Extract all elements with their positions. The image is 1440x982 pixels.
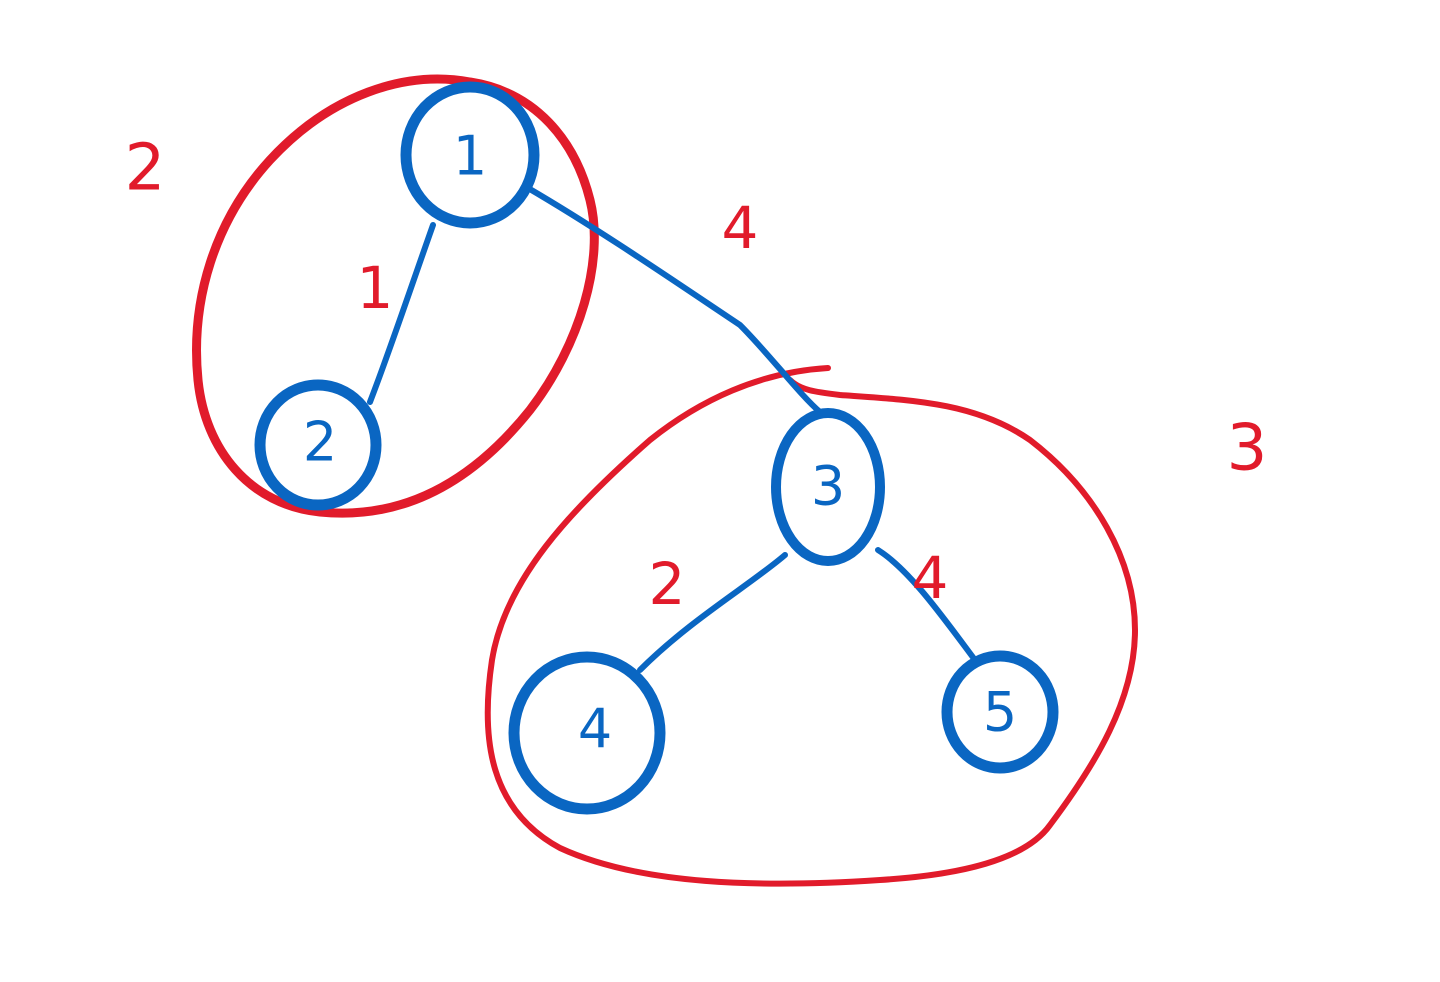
edge-weights: 1 4 2 4 <box>357 194 949 618</box>
node-4: 4 <box>508 651 666 815</box>
node-3-circle <box>771 408 885 566</box>
cluster-right-label: 3 <box>1227 412 1268 486</box>
node-3-label: 3 <box>811 455 845 518</box>
cluster-left-outline <box>192 74 599 518</box>
node-4-circle <box>508 651 666 815</box>
node-4-label: 4 <box>578 698 612 761</box>
edge-weight-1-3: 4 <box>722 194 759 262</box>
cluster-left: 2 <box>125 74 599 518</box>
edge-weight-3-5: 4 <box>912 544 949 612</box>
node-2: 2 <box>254 379 382 511</box>
edge-weight-3-4: 2 <box>649 550 686 618</box>
node-1: 1 <box>400 81 540 229</box>
node-3: 3 <box>771 408 885 566</box>
node-2-label: 2 <box>303 411 337 474</box>
node-5-circle <box>941 650 1059 774</box>
nodes: 1 2 3 4 5 <box>254 81 1059 815</box>
edge-1-2 <box>367 222 436 405</box>
cluster-right: 3 <box>484 365 1268 887</box>
edge-1-3 <box>525 185 823 415</box>
node-1-circle <box>400 81 540 229</box>
node-1-label: 1 <box>453 125 487 188</box>
node-5-label: 5 <box>983 681 1017 744</box>
cluster-right-outline <box>484 365 1138 887</box>
edge-3-4 <box>637 552 788 673</box>
node-2-circle <box>254 379 382 511</box>
edge-3-5 <box>875 547 978 663</box>
node-5: 5 <box>941 650 1059 774</box>
edge-weight-1-2: 1 <box>357 254 394 322</box>
cluster-left-label: 2 <box>125 132 166 206</box>
edges <box>367 185 978 673</box>
